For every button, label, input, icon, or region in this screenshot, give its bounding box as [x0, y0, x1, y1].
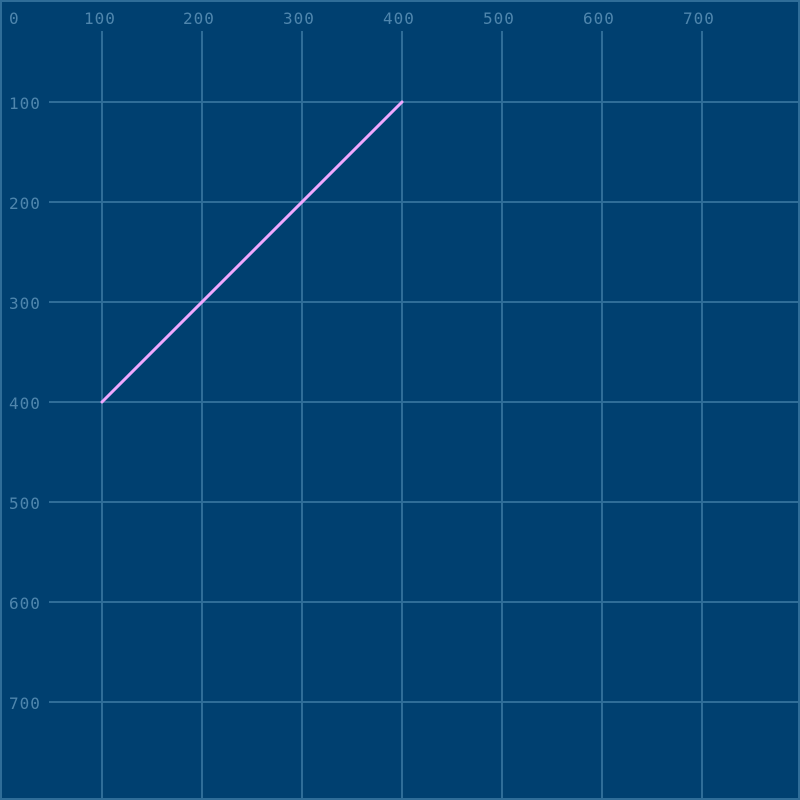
y-axis-label-100: 100 — [9, 94, 41, 113]
x-axis-label-500: 500 — [483, 9, 515, 28]
x-axis-label-0: 0 — [9, 9, 20, 28]
axis-labels: 0 100 200 300 400 500 600 700 100 200 30… — [9, 9, 715, 713]
grid-lines — [49, 31, 798, 798]
y-axis-label-500: 500 — [9, 494, 41, 513]
y-axis-label-300: 300 — [9, 294, 41, 313]
x-axis-label-700: 700 — [683, 9, 715, 28]
x-axis-label-300: 300 — [283, 9, 315, 28]
y-axis-label-200: 200 — [9, 194, 41, 213]
x-axis-label-600: 600 — [583, 9, 615, 28]
y-axis-label-600: 600 — [9, 594, 41, 613]
x-axis-label-100: 100 — [84, 9, 116, 28]
x-axis-label-200: 200 — [183, 9, 215, 28]
drawn-line-segment[interactable] — [100, 100, 404, 404]
y-axis-label-400: 400 — [9, 394, 41, 413]
x-axis-label-400: 400 — [383, 9, 415, 28]
y-axis-label-700: 700 — [9, 694, 41, 713]
